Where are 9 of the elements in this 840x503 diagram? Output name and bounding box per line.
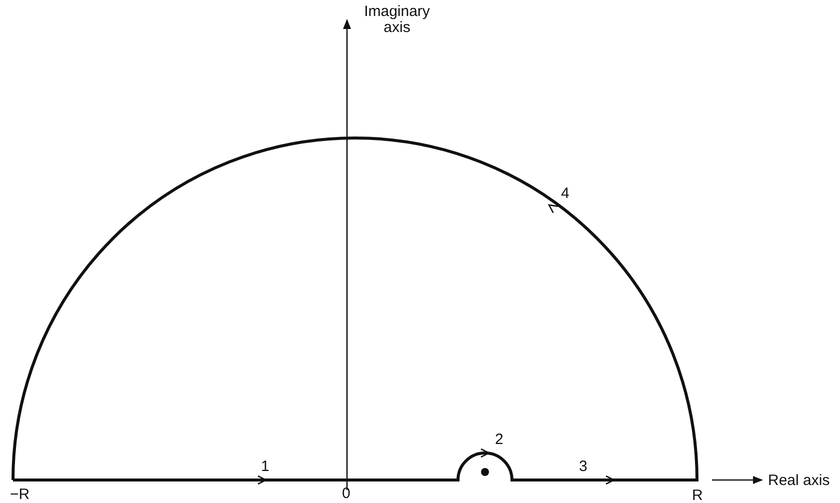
segment-number: 4 xyxy=(561,186,570,202)
segment-number: 1 xyxy=(261,459,270,475)
segment-number: 3 xyxy=(579,459,588,475)
tick-label: −R xyxy=(10,487,30,503)
axis-label: Real axis xyxy=(768,473,830,489)
tick-label: 0 xyxy=(342,486,350,502)
segment-number: 2 xyxy=(495,432,504,448)
tick-label: R xyxy=(692,488,703,503)
axis-label: Imaginary axis xyxy=(363,4,431,36)
